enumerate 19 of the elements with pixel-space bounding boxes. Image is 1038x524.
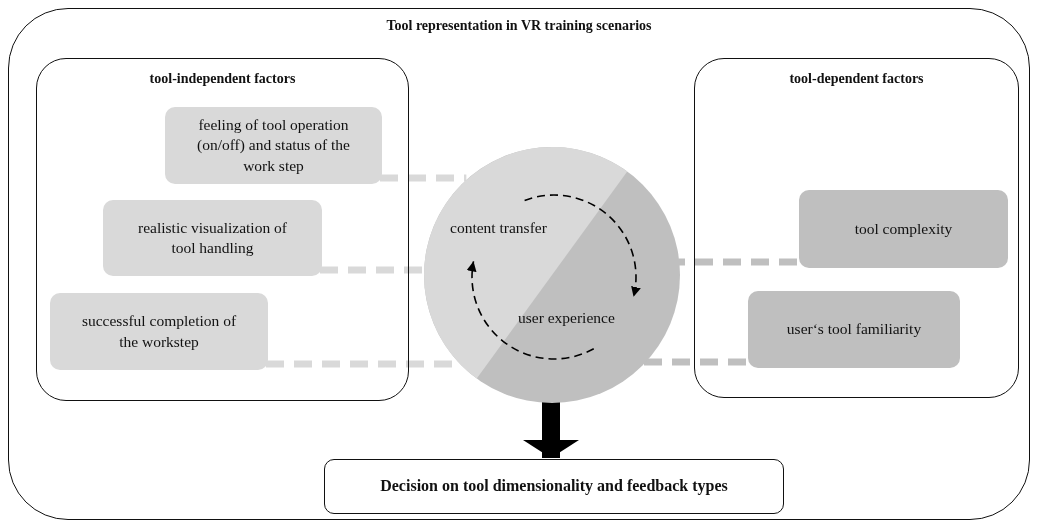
- factor-box: user‘s tool familiarity: [748, 291, 960, 368]
- factor-box: tool complexity: [799, 190, 1008, 268]
- group-panel: [694, 58, 1019, 398]
- decision-box: Decision on tool dimensionality and feedback types: [324, 459, 784, 514]
- frame-heading: tool-independent factors: [149, 71, 296, 87]
- group-panel: [36, 58, 409, 401]
- dashed-connector: [643, 358, 746, 366]
- block-arrow: [523, 402, 579, 458]
- dashed-connector: [380, 174, 467, 182]
- frame-heading: Tool representation in VR training scenarios: [386, 18, 652, 34]
- dashed-connector: [678, 258, 797, 266]
- circle-label: user experience: [518, 309, 615, 327]
- circle-label: content transfer: [450, 219, 547, 237]
- factor-box: realistic visualization of tool handling: [103, 200, 322, 276]
- frame-heading: tool-dependent factors: [789, 71, 924, 87]
- factor-box: feeling of tool operation (on/off) and status of the work step: [165, 107, 382, 184]
- factor-box: successful completion of the workstep: [50, 293, 268, 370]
- outer-frame: [8, 8, 1030, 520]
- dashed-connector: [320, 266, 424, 274]
